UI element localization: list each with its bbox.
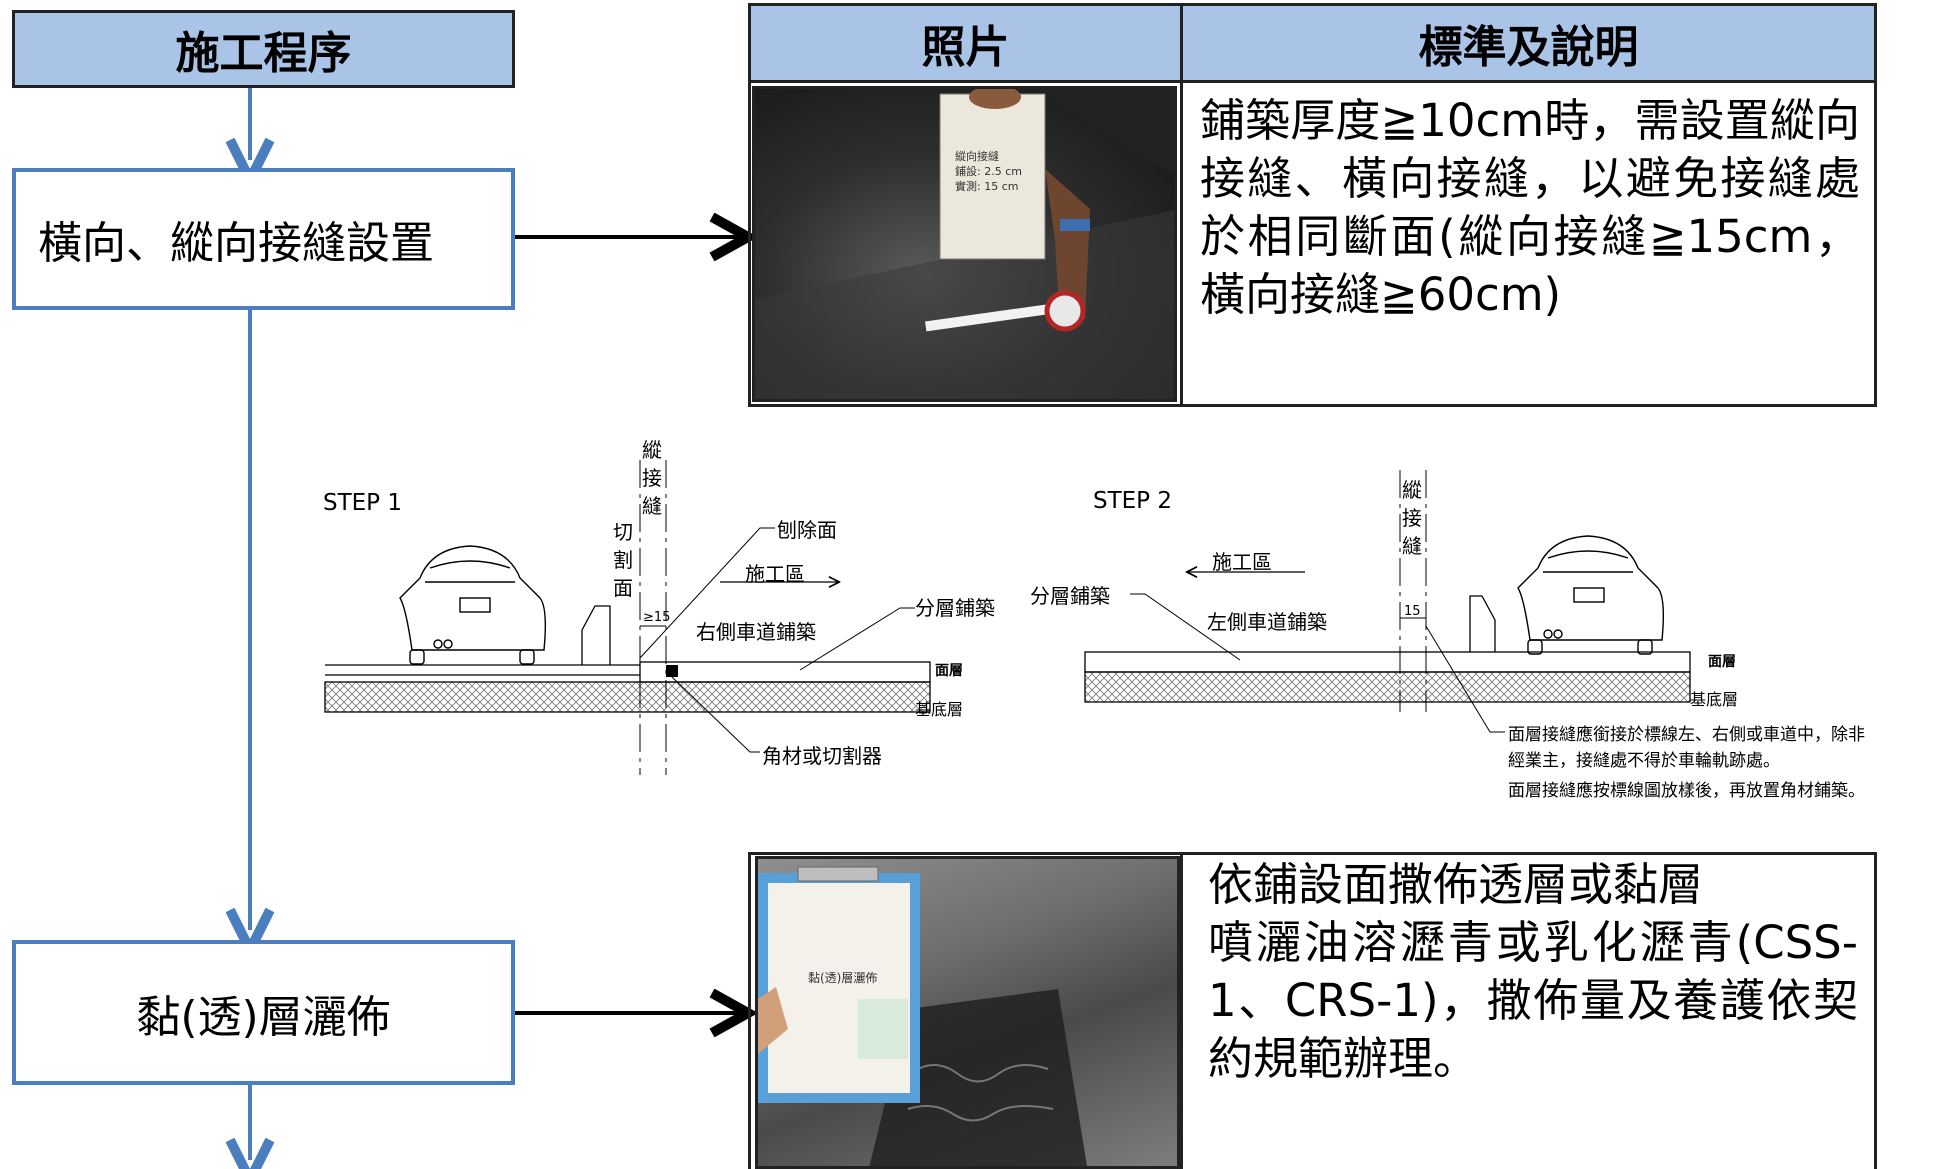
step2-work-zone: 施工區 — [1212, 550, 1272, 574]
step1-layer-label: 分層鋪築 — [915, 596, 995, 620]
step1-cut-label: 切割面 — [613, 520, 633, 600]
step2-note-1: 面層接縫應銜接於標線左、右側或車道中，除非 — [1508, 725, 1865, 745]
step2-dim-label: 15 — [1404, 604, 1421, 619]
flow-header-text: 施工程序 — [175, 28, 352, 79]
step1-surface-label: 面層 — [935, 663, 963, 679]
step1-milled-label: 刨除面 — [777, 518, 837, 542]
table-row1-frame — [748, 80, 1877, 407]
photo-joint-board-text: 縱向接縫 鋪設: 2.5 cm 實測: 15 cm — [955, 149, 1035, 194]
tack-board-line-1: 黏(透)層灑佈 — [808, 971, 878, 985]
step2-note-2: 經業主，接縫處不得於車輪軌跡處。 — [1508, 751, 1780, 771]
step1-title: STEP 1 — [323, 490, 402, 516]
step2-note-leader — [1425, 625, 1505, 733]
flow-header: 施工程序 — [12, 10, 515, 88]
step1-surface-layer — [639, 661, 931, 683]
table-row1-divider — [1180, 80, 1183, 407]
step1-section — [324, 460, 931, 775]
step2-layer-label: 分層鋪築 — [1030, 584, 1110, 608]
flow-step-tack-coat: 黏(透)層灑佈 — [12, 940, 515, 1085]
table-header-photo: 照片 — [748, 3, 1183, 83]
step1-work-zone: 施工區 — [745, 562, 805, 586]
table-header-desc-text: 標準及說明 — [1418, 22, 1639, 73]
step2-base-label: 基底層 — [1690, 690, 1739, 709]
flow-step-tack-coat-label: 黏(透)層灑佈 — [136, 991, 391, 1043]
joint-diagram — [324, 460, 1691, 775]
step1-lane-label: 右側車道鋪築 — [696, 620, 816, 644]
table-header-desc: 標準及說明 — [1180, 3, 1877, 83]
step2-base-layer — [1084, 671, 1691, 703]
photo-joint-scene — [755, 89, 1174, 399]
board-line-2: 鋪設: 2.5 cm — [955, 165, 1022, 178]
row1-description: 鋪築厚度≧10cm時，需設置縱向接縫、橫向接縫，以避免接縫處於相同斷面(縱向接縫… — [1200, 92, 1860, 324]
row2-description-line1: 依鋪設面撒佈透層或黏層 — [1208, 858, 1704, 911]
step1-joint-label: 縱接縫 — [642, 438, 662, 518]
step1-tool-leader — [671, 676, 760, 753]
step1-tool-block — [666, 665, 678, 677]
step1-tool-label: 角材或切割器 — [762, 744, 882, 768]
step1-car — [399, 545, 547, 665]
row2-description: 依鋪設面撒佈透層或黏層 噴灑油溶瀝青或乳化瀝青(CSS-1、CRS-1)，撒佈量… — [1208, 856, 1858, 1088]
photo-tack-board-text: 黏(透)層灑佈 — [808, 969, 908, 986]
step2-note-3: 面層接縫應按標線圖放樣後，再放置角材鋪築。 — [1508, 781, 1865, 801]
step1-barrier — [581, 605, 611, 665]
step1-layer-leader — [799, 607, 915, 671]
flow-step-joint-setup-label: 橫向、縱向接縫設置 — [38, 218, 434, 269]
table-row2-divider — [1180, 852, 1183, 1169]
step2-layer-leader — [1130, 593, 1241, 661]
flow-step-joint-setup: 橫向、縱向接縫設置 — [12, 168, 515, 310]
row2-description-rest: 噴灑油溶瀝青或乳化瀝青(CSS-1、CRS-1)，撒佈量及養護依契約規範辦理。 — [1208, 916, 1858, 1085]
photo-tack-scene — [758, 866, 1088, 1166]
step1-base-layer — [324, 681, 931, 713]
step2-surface-label: 面層 — [1708, 654, 1736, 670]
photo-joint-measurement: 縱向接縫 鋪設: 2.5 cm 實測: 15 cm — [752, 86, 1177, 402]
step1-milled-leader — [639, 527, 775, 659]
step2-surface-layer — [1084, 651, 1691, 673]
step2-joint-label: 縱接縫 — [1402, 478, 1422, 558]
table-row2-frame — [748, 852, 1877, 1169]
board-line-1: 縱向接縫 — [955, 150, 999, 163]
table-header-photo-text: 照片 — [921, 22, 1010, 73]
photo-tack-coat: 黏(透)層灑佈 — [755, 856, 1180, 1169]
step2-section — [1084, 470, 1691, 733]
step2-barrier — [1469, 595, 1496, 652]
step1-base-label: 基底層 — [915, 700, 964, 719]
step1-dim-label: ≥15 — [643, 610, 671, 625]
board-line-3: 實測: 15 cm — [955, 180, 1019, 193]
step2-lane-label: 左側車道鋪築 — [1207, 610, 1327, 634]
row1-description-text: 鋪築厚度≧10cm時，需設置縱向接縫、橫向接縫，以避免接縫處於相同斷面(縱向接縫… — [1200, 94, 1860, 321]
step2-car — [1517, 535, 1665, 655]
step2-title: STEP 2 — [1093, 488, 1172, 514]
